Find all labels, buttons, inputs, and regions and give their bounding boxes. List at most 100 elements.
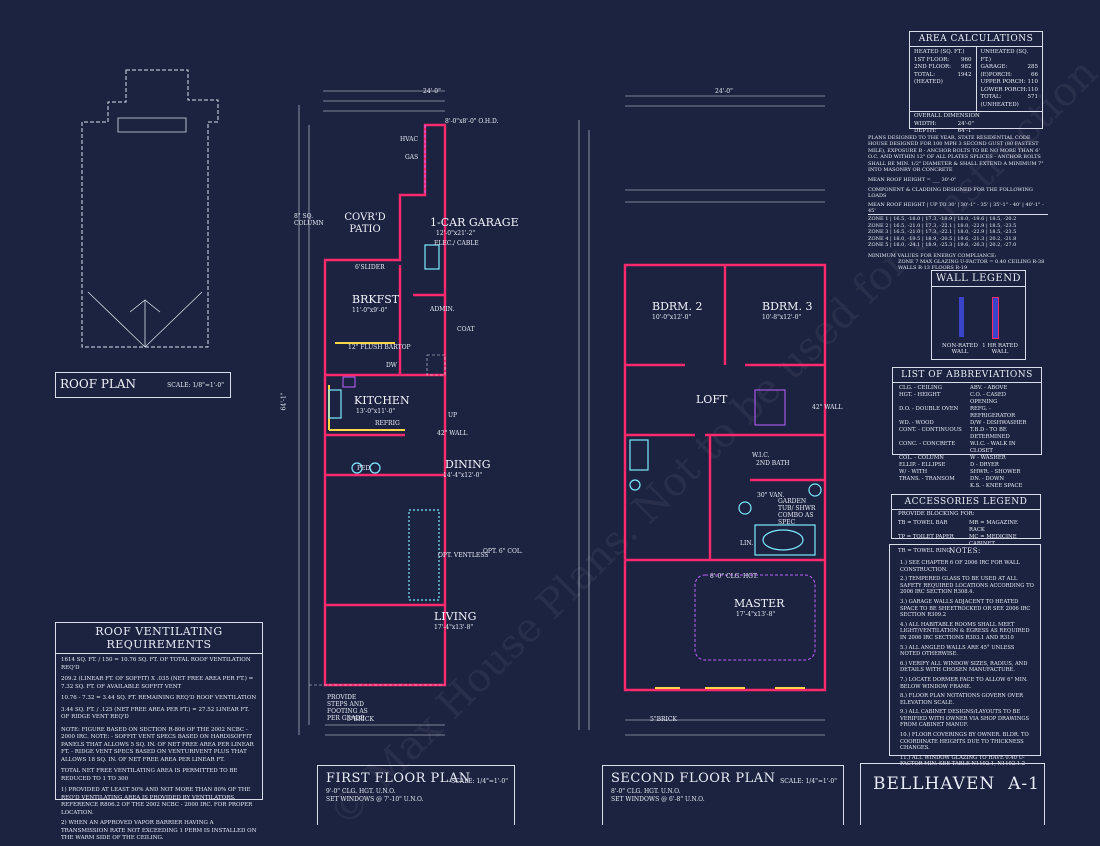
room-bdrm3-label: BDRM. 3 [762, 300, 813, 313]
tag-hvac: HVAC [400, 136, 419, 143]
zone-row: ZONE 4 | 18.0, -19.5 | 18.9, -20.5 | 19.… [868, 235, 1017, 242]
abbr-item: CONT. - CONTINUOUS [899, 427, 962, 433]
accessories-title: ACCESSORIES LEGEND [892, 495, 1040, 510]
abbr-item: SHWR. - SHOWER [970, 469, 1021, 475]
heated-value: 982 [961, 64, 972, 70]
wall-legend-box: WALL LEGEND NON-RATED WALL 1 HR RATED WA… [931, 270, 1026, 360]
room-garage-size: 12'-0"x21'-2" [436, 230, 476, 237]
first-floor-note1: 9'-0" CLG. HGT. U.N.O. [326, 788, 396, 795]
first-floor-note2: SET WINDOWS @ 7'-10" U.N.O. [326, 796, 424, 803]
room-dining-size: 14'-4"x12'-0" [443, 472, 483, 479]
room-master-label: MASTER [734, 597, 785, 610]
heated-value: 1942 [957, 71, 972, 78]
accessory-item: TR = TOWEL RING [898, 547, 951, 554]
note-item: 5.) ALL ANGLED WALLS ARE 45° UNLESS NOTE… [900, 644, 1015, 658]
second-floor-note1: 8'-0" CLG. HGT. U.N.O. [611, 788, 681, 795]
abbr-item: DN. - DOWN [970, 476, 1005, 482]
tag-column: 8" SQ. COLUMN [294, 213, 324, 227]
abbr-item: COL. - COLUMN [899, 455, 944, 461]
rated-wall-swatch [992, 297, 999, 339]
room-dining-label: DINING [445, 458, 491, 471]
first-floor-title: FIRST FLOOR PLAN [326, 771, 471, 786]
sheet-title: BELLHAVEN A-1 [873, 774, 1040, 794]
tag-brick: 5"BRICK [347, 716, 374, 723]
room-bdrm2-size: 10'-0"x12'-0" [652, 314, 692, 321]
tag-vent: OPT. VENTLESS [438, 552, 489, 559]
width-value: 24'-0" [957, 120, 974, 127]
abbr-item: ELLIP. - ELLIPSE [899, 462, 946, 468]
abbreviations-box: LIST OF ABBREVIATIONS CLG. - CEILING ABV… [892, 367, 1042, 489]
roof-vent-line: TOTAL NET FREE VENTILATING AREA IS PERMI… [61, 768, 238, 782]
roof-plan-title-box: ROOF PLAN SCALE: 1/8"=1'-0" [55, 372, 231, 398]
non-rated-wall-swatch [959, 297, 964, 337]
unheated-value: 285 [1027, 64, 1039, 70]
accessory-item: TP = TOILET PAPER [898, 533, 954, 540]
room-bdrm3-size: 10'-8"x12'-0" [762, 314, 802, 321]
dimension-header: OVERALL DIMENSION [914, 113, 980, 119]
energy-detail: ZONE 7 MAX GLAZING U-FACTOR = 0.40 CEILI… [898, 258, 1045, 272]
unheated-value: 66 [1031, 71, 1038, 78]
tag-refrig: REFRIG [375, 420, 400, 427]
tag-ped: PED. [357, 465, 372, 472]
energy-header: MINIMUM VALUES FOR ENERGY COMPLIANCE: [868, 252, 997, 259]
depth-value: 64'-1" [957, 128, 974, 134]
heated-value: 960 [961, 56, 972, 63]
first-floor-scale: SCALE: 1/4"=1'-0" [451, 778, 508, 785]
tag-wic: W.I.C. [752, 452, 770, 459]
abbreviations-title: LIST OF ABBREVIATIONS [893, 368, 1041, 383]
zone-row: ZONE 2 | 16.5, -21.0 | 17.3, -22.1 | 18.… [868, 222, 1017, 229]
accessory-item: MC = MEDICINE CABINET [969, 533, 1017, 547]
abbr-item: CLG. - CEILING [899, 385, 942, 391]
tag-garden: GARDEN TUB/ SHWR COMBO AS SPEC [778, 498, 816, 526]
width-label: WIDTH: [914, 120, 937, 127]
sheet-title-block: BELLHAVEN A-1 [860, 763, 1045, 825]
tag-lin: LIN. [740, 540, 754, 547]
roof-vent-line: 10.76 - 7.32 = 3.44 SQ. FT. REMAINING RE… [61, 695, 257, 701]
second-floor-drawing [578, 95, 827, 736]
component-cladding: COMPONENT & CLADDING DESIGNED FOR THE FO… [868, 186, 1033, 200]
room-garage-label: 1-CAR GARAGE [430, 216, 519, 229]
zones-header: MEAN ROOF HEIGHT | UP TO 30' | 30'-1" - … [868, 202, 1048, 216]
tag-brick-2: 5"BRICK [650, 716, 677, 723]
tag-dw: DW [386, 362, 397, 369]
note-item: 2.) TEMPERED GLASS TO BE USED AT ALL SAF… [900, 576, 1034, 596]
tag-wall42-2: 42" WALL [812, 404, 843, 411]
zone-row: ZONE 1 | 16.5, -18.0 | 17.3, -18.9 | 18.… [868, 216, 1017, 223]
note-item: 10.) FLOOR COVERINGS BY OWNER. BLDR. TO … [900, 732, 1029, 752]
roof-vent-line: 3.44 SQ. FT. / .125 (NET FREE AREA PER F… [61, 706, 249, 721]
tag-up: UP [448, 412, 458, 419]
abbr-item: CONC. - CONCRETE [899, 441, 956, 447]
rated-wall-label: 1 HR RATED WALL [982, 343, 1018, 355]
room-brkfst-label: BRKFST [352, 293, 400, 306]
tag-stoop: PROVIDE STEPS AND FOOTING AS PER GRADE [327, 694, 368, 722]
abbr-item: W/ - WITH [899, 469, 928, 475]
depth-label: DEPTH: [914, 128, 937, 134]
roof-vent-line: 1) PROVIDED AT LEAST 50% AND NOT MORE TH… [61, 787, 253, 816]
unheated-value: 110 [1027, 79, 1039, 85]
unheated-value: 571 [1027, 94, 1039, 100]
first-floor-width: 24'-0" [423, 88, 441, 95]
heated-label: 1ST FLOOR: [914, 56, 950, 63]
note-item: 9.) ALL CABINET DESIGNS/LAYOUTS TO BE VE… [900, 709, 1030, 729]
tag-coat: COAT [457, 326, 475, 333]
first-floor-title-block: FIRST FLOOR PLAN SCALE: 1/4"=1'-0" 9'-0"… [317, 765, 515, 825]
unheated-label: LOWER PORCH: [980, 86, 1028, 93]
non-rated-wall-label: NON-RATED WALL [942, 343, 978, 355]
heated-label: 2ND FLOOR: [914, 64, 951, 70]
accessories-intro: PROVIDE BLOCKING FOR: [898, 511, 975, 517]
roof-vent-lines: 1614 SQ. FT. / 150 = 10.76 SQ. FT. OF TO… [56, 654, 262, 846]
area-calc-box: AREA CALCULATIONS HEATED (SQ. FT.) 1ST F… [909, 31, 1043, 134]
second-floor-note2: SET WINDOWS @ 6'-8" U.N.O. [611, 796, 705, 803]
tag-elec: ELEC./ CABLE [434, 240, 479, 247]
abbr-item: W - WASHER [970, 455, 1006, 461]
notes-title: NOTES: [949, 547, 981, 555]
roof-plan-drawing [81, 69, 219, 348]
note-item: 6.) VERIFY ALL WINDOW SIZES, RADIUS, AND… [900, 660, 1028, 674]
room-kitchen-label: KITCHEN [354, 394, 410, 407]
room-bdrm2-label: BDRM. 2 [652, 300, 703, 313]
abbr-item: D - DRYER [970, 462, 999, 468]
unheated-label: UPPER PORCH: [980, 79, 1026, 85]
unheated-value: 110 [1027, 86, 1039, 93]
accessory-item: MR = MAGAZINE RACK [969, 519, 1018, 533]
second-floor-scale: SCALE: 1/4"=1'-0" [780, 778, 837, 785]
